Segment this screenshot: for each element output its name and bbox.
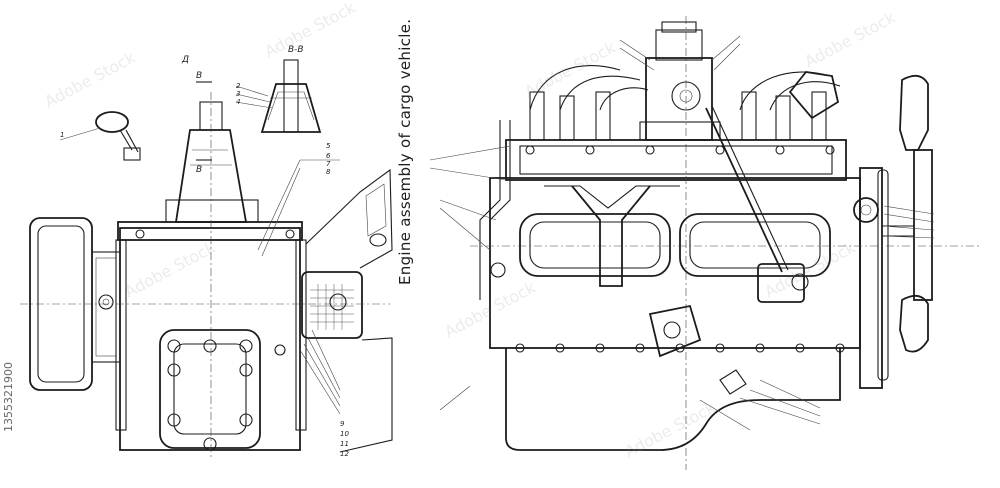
callout-label: 3 bbox=[236, 90, 240, 98]
view-d-label: Д bbox=[181, 55, 189, 65]
callout-label: 5 bbox=[326, 142, 331, 150]
section-bb-label: В-В bbox=[288, 45, 304, 55]
callout-label: 10 bbox=[340, 430, 349, 438]
callout-label: 9 bbox=[340, 420, 345, 428]
callout-label: 7 bbox=[326, 160, 331, 168]
mark-b-top-label: В bbox=[196, 71, 202, 81]
drawing-caption: Engine assembly of cargo vehicle. bbox=[396, 18, 414, 285]
stock-id-label: 1355321900 bbox=[2, 362, 15, 432]
gearbox-view bbox=[20, 59, 393, 460]
callout-label: 8 bbox=[326, 168, 331, 176]
callout-label: 2 bbox=[236, 82, 241, 90]
callout-label: 11 bbox=[340, 440, 349, 448]
gearbox-labels: Д В-В В В 1 2 3 4 5 6 7 8 9 10 11 12 bbox=[60, 45, 349, 458]
callout-label: 1 bbox=[60, 131, 64, 139]
mark-b-bottom-label: В bbox=[196, 165, 202, 175]
callout-label: 12 bbox=[340, 450, 349, 458]
hatch-pattern bbox=[310, 284, 354, 330]
engine-view bbox=[429, 16, 980, 470]
callout-label: 6 bbox=[326, 152, 331, 160]
callout-label: 4 bbox=[236, 98, 240, 106]
